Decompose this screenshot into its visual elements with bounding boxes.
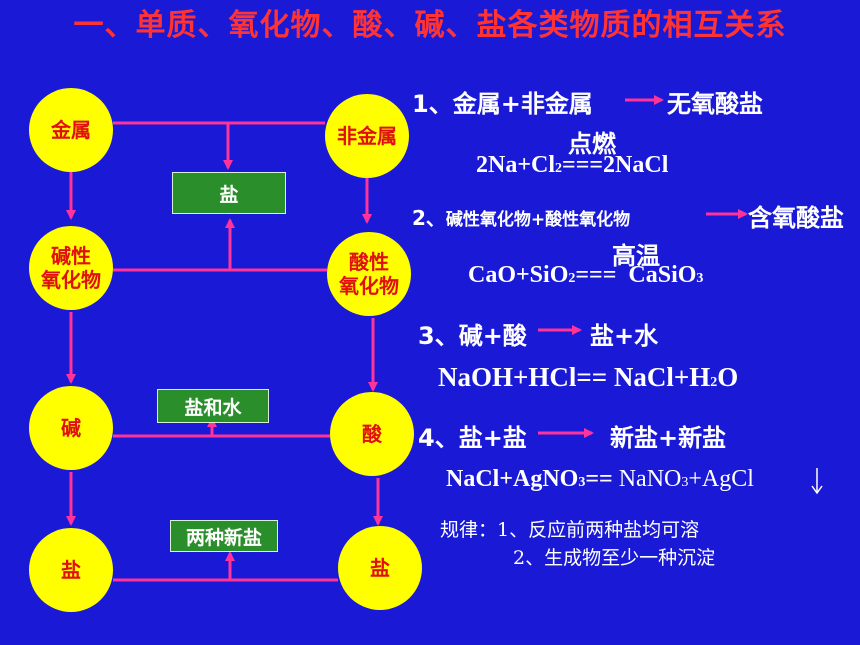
rule-1-product: 无氧酸盐 xyxy=(667,90,763,118)
rule-2-equation: CaO+SiO2=== CaSiO3 xyxy=(468,262,704,288)
node-basic-oxide-label: 碱性 氧化物 xyxy=(41,244,101,292)
node-metal: 金属 xyxy=(29,88,113,172)
rule-4-product: 新盐+新盐 xyxy=(610,424,727,452)
rule-3-product: 盐+水 xyxy=(590,322,659,350)
node-base-label: 碱 xyxy=(61,416,81,440)
node-acidic-oxide: 酸性 氧化物 xyxy=(327,232,411,316)
node-salt-right-label: 盐 xyxy=(370,556,390,580)
rule-2-reactants: 2、碱性氧化物+酸性氧化物 xyxy=(412,206,631,230)
rule-1-equation: 2Na+Cl2===2NaCl xyxy=(476,152,669,178)
rule-1-condition: 点燃 xyxy=(568,130,616,158)
rule-2-product: 含氧酸盐 xyxy=(748,204,844,232)
node-acid: 酸 xyxy=(330,392,414,476)
rule-4-equation: NaCl+AgNO3== NaNO3+AgCl xyxy=(446,466,754,492)
node-salt-left-label: 盐 xyxy=(61,558,81,582)
rule-1-reactants: 1、金属+非金属 xyxy=(412,90,593,118)
box-salt: 盐 xyxy=(172,172,286,214)
node-salt-left: 盐 xyxy=(29,528,113,612)
rule-note-1: 规律：1、反应前两种盐均可溶 xyxy=(440,519,700,541)
node-base: 碱 xyxy=(29,386,113,470)
rule-4-reactants: 4、盐+盐 xyxy=(418,424,527,452)
box-salt-and-water: 盐和水 xyxy=(157,389,269,423)
box-two-new-salts: 两种新盐 xyxy=(170,520,278,552)
rule-3-equation: NaOH+HCl== NaCl+H2O xyxy=(438,362,739,392)
node-acidic-oxide-label: 酸性 氧化物 xyxy=(339,250,399,298)
node-metal-label: 金属 xyxy=(51,118,91,142)
node-salt-right: 盐 xyxy=(338,526,422,610)
rule-3-reactants: 3、碱+酸 xyxy=(418,322,527,350)
rule-2-condition: 高温 xyxy=(612,242,660,270)
node-nonmetal-label: 非金属 xyxy=(337,124,397,148)
page-title: 一、单质、氧化物、酸、碱、盐各类物质的相互关系 xyxy=(73,8,787,43)
rule-note-2: 2、生成物至少一种沉淀 xyxy=(513,547,716,569)
node-basic-oxide: 碱性 氧化物 xyxy=(29,226,113,310)
node-acid-label: 酸 xyxy=(362,422,382,446)
node-nonmetal: 非金属 xyxy=(325,94,409,178)
